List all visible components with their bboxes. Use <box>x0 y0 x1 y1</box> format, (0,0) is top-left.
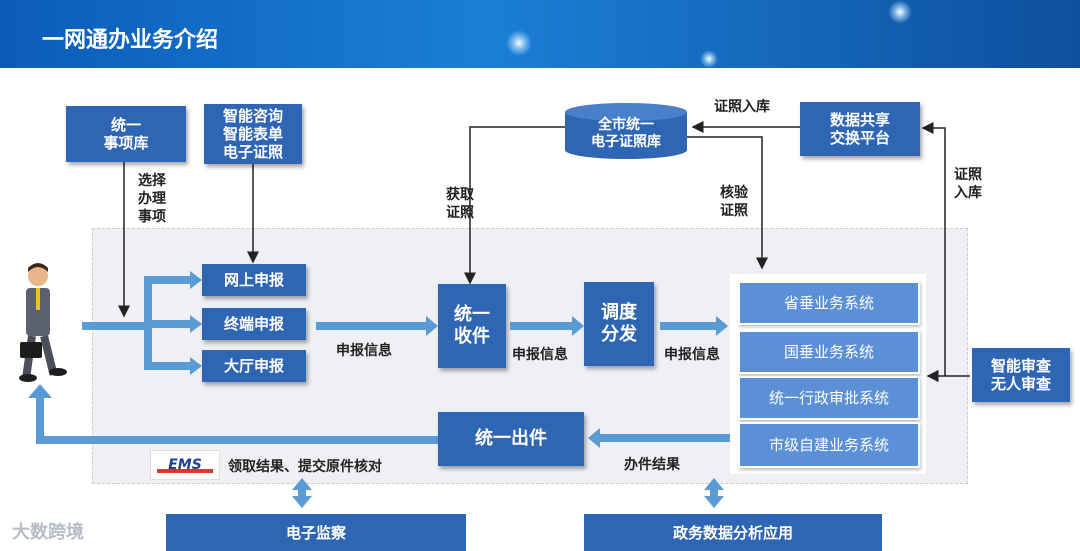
sparkle <box>700 50 718 68</box>
watermark-text: 大数跨境 <box>12 522 84 543</box>
fetch-license-label: 获取 证照 <box>446 187 474 222</box>
smart-review-box: 智能审查 无人审查 <box>972 348 1070 402</box>
license-in-top-label: 证照入库 <box>714 99 770 115</box>
online-declare-box: 网上申报 <box>202 264 306 296</box>
system-admin-box: 统一行政审批系统 <box>738 376 920 420</box>
supervision-box: 电子监察 <box>166 514 466 551</box>
sparkle <box>506 30 532 56</box>
analytics-box: 政务数据分析应用 <box>584 514 882 551</box>
declare-info-label-2: 申报信息 <box>512 347 568 363</box>
ems-stripe <box>157 469 213 473</box>
license-in-right-label: 证照 入库 <box>954 167 982 202</box>
system-national-box: 国垂业务系统 <box>738 330 920 374</box>
hall-declare-box: 大厅申报 <box>202 350 306 382</box>
data-share-box: 数据共享 交换平台 <box>800 102 920 156</box>
receipt-label: 领取结果、提交原件核对 <box>228 459 382 475</box>
header-bar: 一网通办业务介绍 <box>0 0 1080 68</box>
declare-info-label-3: 申报信息 <box>664 347 720 363</box>
database-icon <box>565 103 687 159</box>
ems-logo: EMS <box>150 450 220 480</box>
select-item-label: 选择 办理 事项 <box>138 173 166 226</box>
result-label: 办件结果 <box>624 457 680 473</box>
unified-output-box: 统一出件 <box>438 412 584 466</box>
person-icon <box>19 263 67 382</box>
license-db-label: 全市统一 电子证照库 <box>591 117 661 150</box>
page-title: 一网通办业务介绍 <box>42 28 219 53</box>
unified-receive-box: 统一 收件 <box>438 284 506 368</box>
sparkle <box>888 0 912 24</box>
declare-info-label-1: 申报信息 <box>336 343 392 359</box>
dispatch-box: 调度 分发 <box>584 282 654 366</box>
item-library-box: 统一 事项库 <box>66 106 186 162</box>
system-city-box: 市级自建业务系统 <box>738 422 920 468</box>
verify-license-label: 核验 证照 <box>720 185 748 220</box>
system-province-box: 省垂业务系统 <box>738 281 920 325</box>
terminal-declare-box: 终端申报 <box>202 308 306 340</box>
smart-services-box: 智能咨询 智能表单 电子证照 <box>204 104 302 164</box>
